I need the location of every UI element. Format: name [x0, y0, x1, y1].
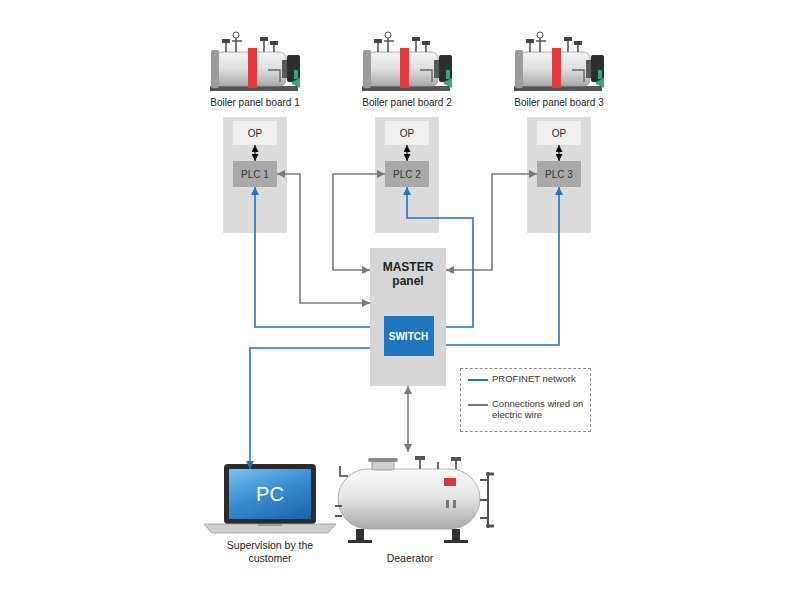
- drawing-part: [340, 459, 456, 476]
- profinet-connector: [250, 348, 384, 469]
- pc-screen: PCSupervision by the customer: [229, 469, 311, 519]
- node-label: PLC 1: [241, 169, 269, 180]
- legend-text: Connections wired on electric wire: [492, 398, 586, 421]
- deaerator-illustration: [335, 456, 494, 543]
- drawing-part: [444, 478, 456, 486]
- drawing-part: [338, 469, 480, 529]
- drawing-part: [258, 524, 282, 526]
- deaerator-node: Deaerator: [330, 452, 490, 544]
- node-label: PLC 3: [545, 169, 573, 180]
- boiler-illustration: [514, 32, 604, 91]
- drawing-part: [348, 540, 372, 543]
- legend-line-sample: [468, 400, 488, 410]
- node-label: OP: [248, 128, 262, 139]
- node-label: PLC 2: [393, 169, 421, 180]
- drawing-part: [368, 458, 398, 462]
- drawing-part: [372, 461, 394, 470]
- plc-box: PLC 3: [537, 161, 581, 187]
- internal-connector: [558, 145, 559, 161]
- boiler-label: Boiler panel board 2: [362, 97, 452, 108]
- drawing-part: [224, 464, 316, 524]
- drawing-part: [446, 500, 449, 508]
- node-label: PC: [256, 483, 284, 506]
- wired-connector: [277, 174, 370, 303]
- boiler-label: Boiler panel board 3: [514, 97, 604, 108]
- wired-connector: [446, 174, 537, 270]
- drawing-part: [415, 456, 425, 460]
- boiler-label: Boiler panel board 1: [210, 97, 300, 108]
- legend-line-sample: [468, 375, 488, 385]
- profinet-connector: [434, 187, 560, 345]
- drawing-part: [204, 524, 336, 533]
- legend-text: PROFINET network: [492, 373, 586, 384]
- master-panel-box: MASTER panelSWITCH: [370, 248, 446, 386]
- profinet-connector: [255, 187, 384, 327]
- drawing-part: [453, 500, 456, 508]
- node-caption: Supervision by the customer: [214, 539, 326, 565]
- wired-connector: [407, 386, 409, 452]
- drawing-part: [480, 472, 488, 528]
- laptop-illustration: [204, 464, 336, 533]
- boiler-illustration: [362, 32, 452, 91]
- drawing-part: [335, 506, 342, 516]
- drawing-part: [468, 404, 488, 406]
- legend-box: PROFINET networkConnections wired on ele…: [460, 368, 591, 432]
- plc-box: PLC 1: [233, 161, 277, 187]
- switch-box: SWITCH: [384, 316, 434, 356]
- node-label: OP: [400, 128, 414, 139]
- drawing-part: [486, 474, 494, 526]
- plc-box: PLC 2: [385, 161, 429, 187]
- drawing-part: [468, 379, 488, 381]
- internal-connector: [254, 145, 255, 161]
- operator-panel-box: OP: [537, 121, 581, 145]
- node-label: MASTER panel: [379, 260, 437, 289]
- boiler-illustration: [210, 32, 300, 91]
- drawing-part: [451, 457, 461, 461]
- operator-panel-box: OP: [385, 121, 429, 145]
- drawing-part: [444, 540, 468, 543]
- operator-panel-box: OP: [233, 121, 277, 145]
- node-caption: Deaerator: [360, 552, 460, 565]
- internal-connector: [406, 145, 407, 161]
- node-label: OP: [552, 128, 566, 139]
- node-label: SWITCH: [389, 331, 428, 342]
